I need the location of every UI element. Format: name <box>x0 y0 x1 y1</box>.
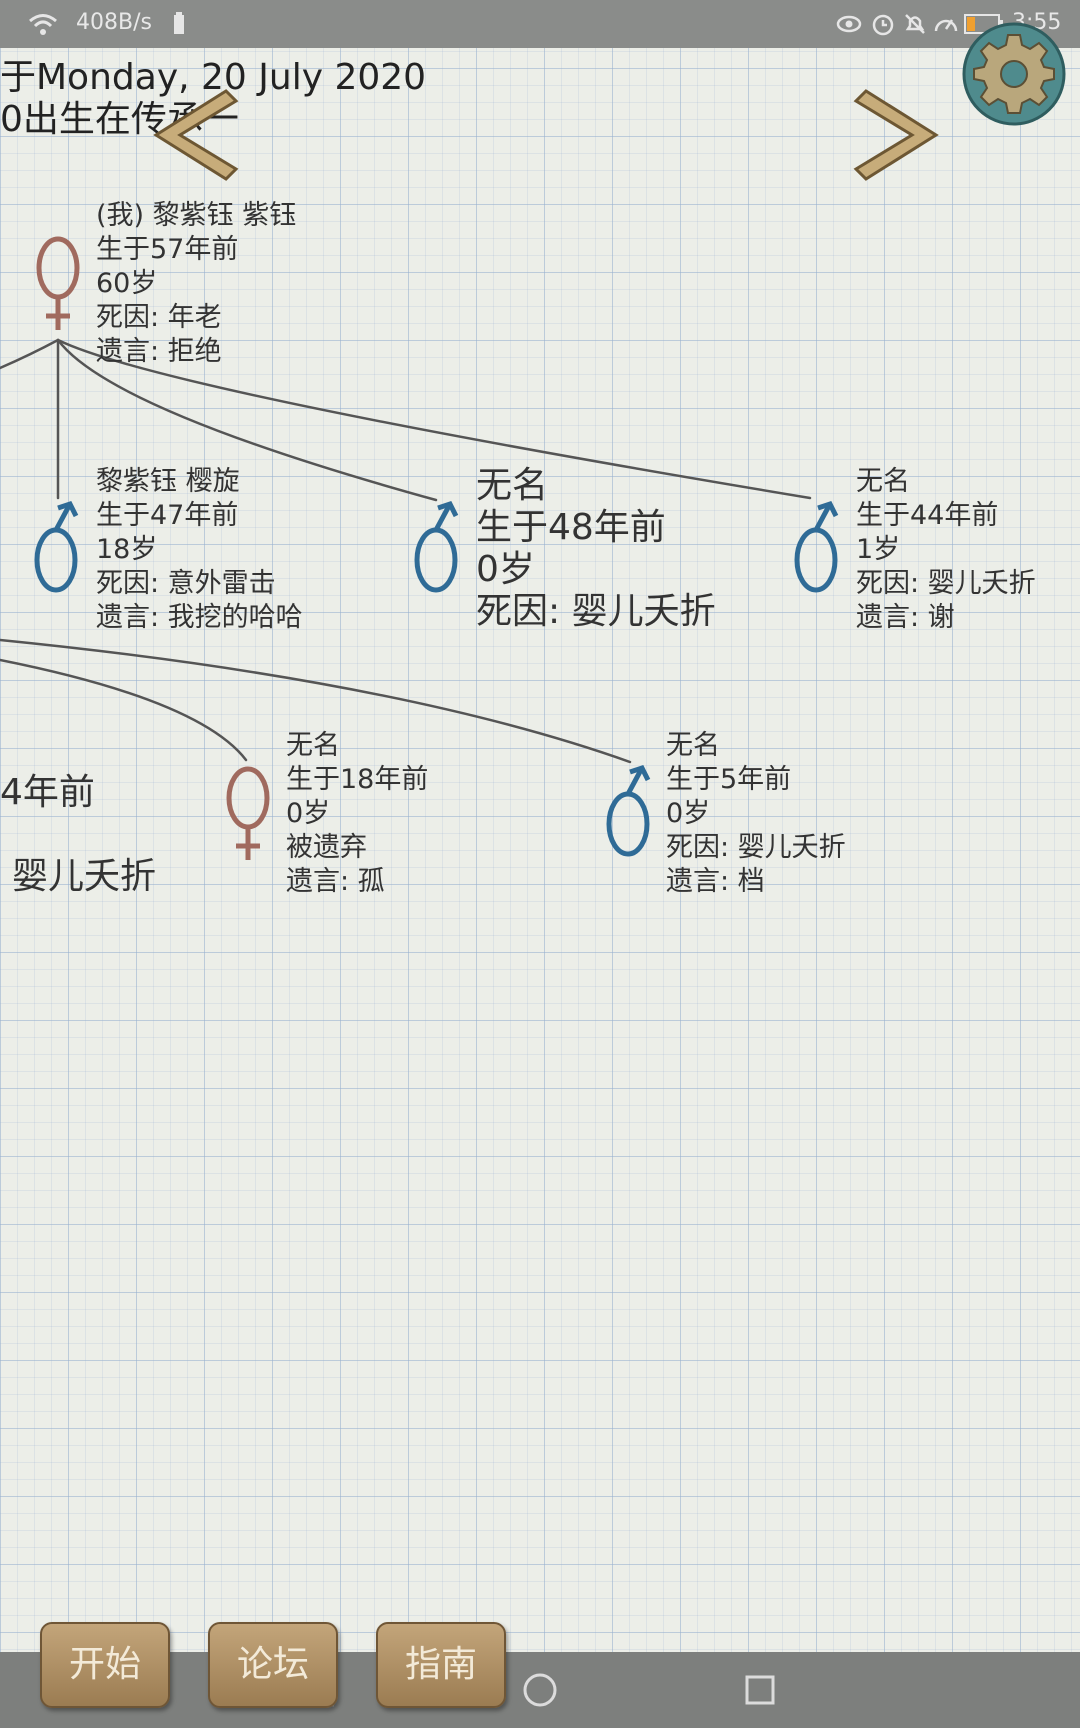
male-icon <box>414 500 459 593</box>
system-nav-bar <box>0 1652 1080 1728</box>
person-cause: 婴儿夭折 <box>12 856 157 897</box>
person-age: 60岁 <box>96 268 158 299</box>
person-cause: 死因: 意外雷击 <box>96 568 276 599</box>
person-name: 黎紫钰 樱旋 <box>96 466 240 497</box>
person-age: 0岁 <box>476 549 535 590</box>
header-date: 于Monday, 20 July 2020 <box>0 57 427 98</box>
person-name: 无名 <box>666 730 720 761</box>
prev-arrow-icon[interactable] <box>140 80 250 190</box>
battery-icon <box>174 12 184 34</box>
next-arrow-icon[interactable] <box>842 80 952 190</box>
person-name: 无名 <box>856 466 910 497</box>
wifi-icon <box>29 14 57 35</box>
person-age: 1岁 <box>856 534 901 565</box>
person-name: 无名 <box>286 730 340 761</box>
male-icon <box>606 764 651 857</box>
gear-icon[interactable] <box>962 22 1066 126</box>
male-icon <box>794 500 839 593</box>
person-cause: 死因: 婴儿夭折 <box>666 832 846 863</box>
person-name: 无名 <box>476 465 549 506</box>
male-icon <box>34 500 79 593</box>
person-will: 遗言: 档 <box>666 866 765 897</box>
person-age: 0岁 <box>666 798 711 829</box>
person-born: 生于48年前 <box>476 507 666 548</box>
start-button[interactable]: 开始 <box>40 1622 170 1708</box>
person-will: 遗言: 我挖的哈哈 <box>96 602 303 633</box>
person-born: 生于5年前 <box>666 764 792 795</box>
person-cause: 死因: 年老 <box>96 302 222 333</box>
person-age: 18岁 <box>96 534 158 565</box>
mute-icon <box>905 14 925 34</box>
eye-icon <box>836 15 862 33</box>
person-will: 遗言: 拒绝 <box>96 336 222 367</box>
recents-icon[interactable] <box>740 1670 780 1710</box>
person-born: 生于47年前 <box>96 500 239 531</box>
female-icon <box>226 766 270 860</box>
person-born: 生于18年前 <box>286 764 429 795</box>
person-cause: 死因: 婴儿夭折 <box>856 568 1036 599</box>
person-born: 生于57年前 <box>96 234 239 265</box>
status-bar: 408B/s 3:55 <box>0 0 1080 48</box>
person-name: (我) 黎紫钰 紫钰 <box>96 200 297 231</box>
guide-button[interactable]: 指南 <box>376 1622 506 1708</box>
home-icon[interactable] <box>520 1670 560 1710</box>
net-speed: 408B/s <box>76 10 152 35</box>
person-born: 4年前 <box>0 772 95 813</box>
person-will: 遗言: 谢 <box>856 602 955 633</box>
person-cause: 被遗弃 <box>286 832 367 863</box>
forum-button[interactable]: 论坛 <box>208 1622 338 1708</box>
person-born: 生于44年前 <box>856 500 999 531</box>
person-will: 遗言: 孤 <box>286 866 385 897</box>
battery-level-icon <box>964 14 1003 34</box>
female-icon <box>36 236 80 330</box>
person-age: 0岁 <box>286 798 331 829</box>
person-self-info: (我) 黎紫钰 紫钰 生于57年前 60岁 死因: 年老 遗言: 拒绝 <box>96 199 296 369</box>
person-cause: 死因: 婴儿夭折 <box>476 591 716 632</box>
alarm-icon <box>872 14 894 36</box>
speed-icon <box>934 19 958 32</box>
